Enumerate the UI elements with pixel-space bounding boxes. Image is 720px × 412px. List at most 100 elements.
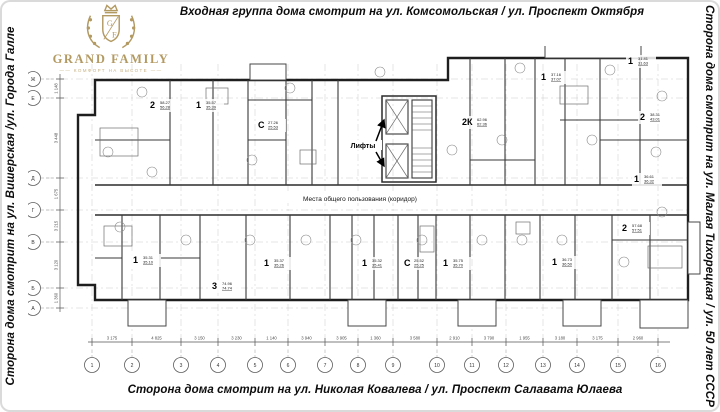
monogram-f: F	[112, 30, 117, 39]
label-backing	[620, 222, 650, 235]
apartment-type: 3	[212, 281, 217, 291]
axis-bubble-label: 6	[287, 363, 290, 369]
axis-bubble-label: Г	[32, 208, 35, 214]
apartment-type: 2К	[462, 117, 473, 127]
dimension-value: 2 960	[633, 336, 644, 341]
label-backing	[210, 280, 240, 293]
apartment-type: 2	[150, 100, 155, 110]
apartment-type: 1	[362, 258, 367, 268]
balcony	[687, 221, 701, 275]
balcony	[562, 299, 602, 327]
label-backing	[344, 140, 382, 150]
dimension-value: 1 360	[370, 336, 381, 341]
laurel-leaf	[129, 18, 134, 22]
axis-bubble-bottom	[610, 357, 626, 373]
axis-bubble-label: Б	[31, 286, 35, 292]
balcony	[347, 299, 387, 327]
room-number-tag	[180, 234, 192, 246]
axis-bubble-left	[28, 90, 41, 106]
axis-bubble-bottom	[247, 357, 263, 373]
axis-bubble-bottom	[84, 357, 100, 373]
dimension-value: 1 140	[266, 336, 277, 341]
label-backing	[632, 173, 662, 186]
elevator-arrow-up	[375, 118, 386, 142]
axis-bubble-label: 14	[574, 363, 580, 369]
dimension-value: 3 230	[231, 336, 242, 341]
axis-bubble-label: 10	[434, 363, 440, 369]
laurel-leaf	[125, 41, 130, 46]
axis-bubble-left	[28, 71, 41, 87]
floor-plan-drawing: Лифты Места общего пользования (коридор)…	[28, 46, 701, 373]
room-number-tag	[146, 166, 158, 178]
apartment-type: 2	[622, 223, 627, 233]
dimension-value: 3 580	[410, 336, 421, 341]
dimension-value: 3 180	[555, 336, 566, 341]
laurel-leaf	[92, 41, 97, 46]
room-number-tag	[516, 234, 528, 246]
apartment-type: 1	[634, 174, 639, 184]
axis-bubble-label: 5	[254, 363, 257, 369]
brand-tagline: КОМФОРТ НА ВЫСОТЕ	[52, 68, 170, 73]
apartment-type: 2	[640, 112, 645, 122]
room-number-tag	[650, 146, 662, 158]
axis-bubble-bottom	[650, 357, 666, 373]
brand-crest-icon: G F	[86, 4, 136, 49]
laurel-leaf	[88, 34, 93, 38]
apartment-type: С	[258, 120, 265, 130]
stair-elevator-core: Лифты	[344, 95, 437, 183]
room-number-tag	[476, 234, 488, 246]
dimension-value: 3 215	[54, 220, 59, 231]
axis-bubble-bottom	[385, 357, 401, 373]
caption-top-street: Входная группа дома смотрит на ул. Комсо…	[179, 6, 645, 18]
room-number-tag	[604, 64, 616, 76]
label-backing	[460, 116, 490, 129]
dimension-value: 3 150	[194, 336, 205, 341]
room-number-tag	[656, 90, 668, 102]
axis-bubble-bottom	[350, 357, 366, 373]
apartment-type: 1	[443, 258, 448, 268]
caption-left-street: Сторона дома смотрит на ул. Вишерская /у…	[5, 26, 17, 386]
dimension-value: 4 825	[151, 336, 162, 341]
furniture	[99, 85, 683, 269]
brand-name: GRAND FAMILY	[52, 52, 170, 66]
room-number-tag	[246, 154, 258, 166]
elevator-shaft	[385, 99, 409, 135]
axis-bubble-label: 2	[131, 363, 134, 369]
elevators-label: Лифты	[351, 143, 376, 150]
axis-bubble-label: 11	[469, 363, 474, 369]
axis-bubble-bottom	[429, 357, 445, 373]
apartment-type: С	[404, 258, 411, 268]
room-number-tag	[350, 234, 362, 246]
axis-bubble-bottom	[210, 357, 226, 373]
dimension-value: 3 175	[592, 336, 603, 341]
exterior-wall	[76, 56, 690, 302]
room-number-tag	[244, 234, 256, 246]
room-number-tag	[496, 134, 508, 146]
crown-icon	[103, 4, 119, 12]
dimension-value: 3 905	[336, 336, 347, 341]
axis-bubble-label: 3	[180, 363, 183, 369]
axis-bubble-label: В	[31, 240, 35, 246]
laurel-leaf	[86, 26, 91, 30]
apartment-type: 1	[628, 56, 633, 66]
